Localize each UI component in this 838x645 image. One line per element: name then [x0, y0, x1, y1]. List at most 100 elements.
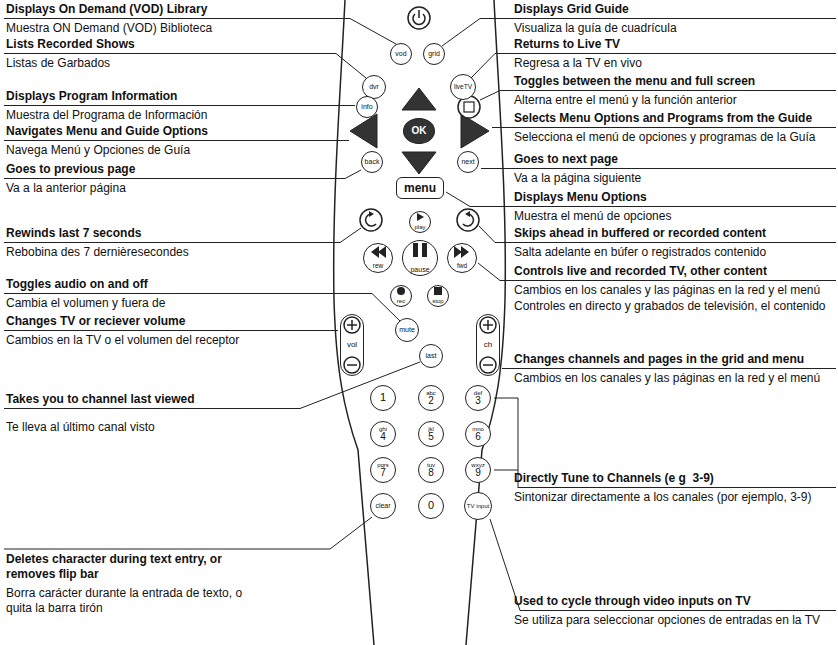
button-label: last [426, 352, 437, 359]
callout-heading: Displays Menu Options [514, 190, 647, 205]
callout-heading: Changes TV or reciever volume [6, 314, 185, 329]
callout-heading: Lists Recorded Shows [6, 37, 135, 52]
callout-translation: Selecciona el menú de opciones y program… [514, 130, 816, 145]
callout-translation: Listas de Garbados [6, 56, 110, 71]
button-label: TV input [467, 503, 489, 509]
callout-translation: Regresa a la TV en vivo [514, 56, 642, 71]
button-label: rew [373, 263, 383, 270]
button-label: 3 [475, 396, 481, 407]
remote-button: ch [476, 314, 500, 376]
button-label: 4 [380, 432, 386, 443]
remote-button: liveTV [450, 74, 476, 100]
remote-button: info [356, 96, 378, 118]
leader-line [4, 517, 372, 549]
stop-icon [434, 287, 442, 295]
callout-heading: Goes to previous page [6, 162, 135, 177]
callout-translation: Se utiliza para seleccionar opciones de … [514, 613, 820, 628]
leader-line [442, 19, 836, 47]
play-icon [417, 213, 424, 221]
callout-translation: Sintonizar directamente a los canales (p… [514, 490, 811, 505]
leader-line [518, 487, 836, 488]
button-label: info [361, 103, 372, 110]
callout-translation: Va a la anterior página [6, 181, 126, 196]
callout-translation: Cambios en los canales y las páginas en … [514, 371, 820, 386]
button-label: dvr [369, 83, 379, 90]
remote-button: clear [370, 493, 396, 519]
callout-heading: Controls live and recorded TV, other con… [514, 264, 767, 279]
button-label: 8 [428, 468, 434, 479]
fwd-icon [454, 246, 462, 258]
button-label: liveTV [454, 84, 472, 91]
leader-line [481, 168, 836, 169]
power-button [408, 7, 430, 29]
callout-translation: Salta adelante en búfer o registrados co… [514, 245, 766, 260]
remote-body [334, 0, 506, 645]
callout-heading: Returns to Live TV [514, 37, 620, 52]
remote-button: 1 [370, 385, 396, 411]
callout-heading: Skips ahead in buffered or recorded cont… [514, 226, 766, 241]
remote-button: pause [402, 240, 438, 276]
leader-line [492, 127, 836, 128]
remote-button: 0 [418, 493, 444, 519]
callout-heading: Rewinds last 7 seconds [6, 226, 141, 241]
callout-translation: Cambios en los canales y las páginas en … [514, 283, 820, 298]
callout-heading: Directly Tune to Channels (e g 3-9) [514, 471, 714, 486]
remote-button: play [409, 211, 431, 233]
callout-heading: Selects Menu Options and Programs from t… [514, 111, 812, 126]
callout-heading: Navigates Menu and Guide Options [6, 124, 208, 139]
button-label: vod [395, 50, 406, 57]
leader-line [4, 105, 355, 106]
arrow-button [350, 114, 377, 148]
leader-line [478, 263, 836, 281]
callout-translation: Navega Menú y Opciones de Guía [6, 143, 190, 158]
remote-button: grid [423, 43, 445, 65]
fwd-icon [461, 246, 469, 258]
leader-line [4, 54, 366, 79]
rocker-signs [344, 317, 496, 373]
remote-button: mno6 [465, 421, 491, 447]
callout-translation: Muestra el menú de opciones [514, 209, 671, 224]
remote-button: mute [395, 318, 419, 342]
arrow-pad [350, 88, 489, 174]
button-label: OK [412, 126, 427, 137]
remote-button: last [419, 344, 443, 368]
remote-button: def3 [465, 385, 491, 411]
callout-heading: Used to cycle through video inputs on TV [514, 594, 751, 609]
callout-translation: Alterna entre el menú y la función anter… [514, 93, 737, 108]
callout-heading: Goes to next page [514, 152, 618, 167]
rec-icon [397, 287, 405, 295]
button-label: next [461, 158, 474, 165]
button-label: 9 [475, 468, 481, 479]
remote-button: ghi4 [370, 421, 396, 447]
callout-heading: Toggles between the menu and full screen [514, 74, 755, 89]
arrow-button [461, 114, 489, 148]
button-label: stop [432, 298, 443, 304]
callout-heading: Displays Grid Guide [514, 2, 629, 17]
callout-translation: Te lleva al último canal visto [6, 420, 155, 435]
button-label: ch [484, 341, 492, 349]
button-label: pause [410, 266, 429, 273]
pause-icon [413, 243, 418, 257]
remote-button: OK [403, 118, 435, 144]
pause-icon [422, 243, 427, 257]
button-label: play [414, 224, 425, 230]
skip-button [457, 209, 479, 231]
callout-translation: Controles en directo y grabados de telev… [514, 299, 826, 314]
remote-button: pqrs7 [370, 457, 396, 483]
button-label: mute [399, 326, 415, 333]
remote-button: jkl5 [418, 421, 444, 447]
replay-button [360, 209, 382, 231]
leader-line [4, 330, 338, 331]
leader-line [490, 519, 836, 611]
remote-button: TV input [464, 492, 492, 520]
leader-line [4, 362, 420, 409]
remote-button: vol [340, 314, 364, 376]
remote-button: tuv8 [418, 457, 444, 483]
button-label: 1 [380, 392, 386, 404]
button-label: 6 [475, 432, 481, 443]
button-label: back [365, 158, 380, 165]
callout-heading: Changes channels and pages in the grid a… [514, 352, 804, 367]
remote-button: menu [396, 177, 444, 199]
button-label: rec [397, 298, 405, 304]
